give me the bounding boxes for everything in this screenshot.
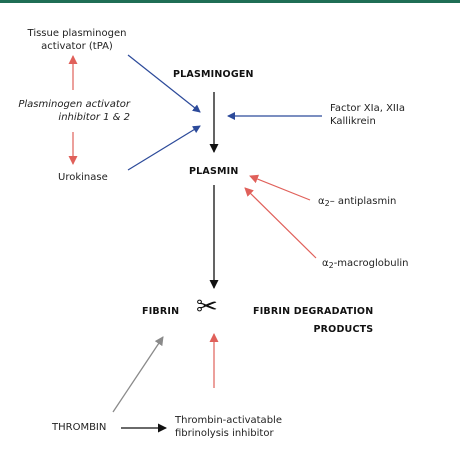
macroglobulin-text: -macroglobulin: [333, 258, 409, 269]
macroglobulin-inhibits-plasmin-arrow: [244, 187, 317, 259]
alpha-symbol: α: [318, 196, 325, 207]
urokinase-to-plasminogen-arrow: [127, 125, 201, 171]
alpha-symbol: α: [322, 258, 329, 269]
antiplasmin-label: α2– antiplasmin: [318, 196, 396, 211]
fibrin-label: FIBRIN: [142, 306, 180, 317]
top-accent-bar: [0, 0, 460, 3]
tpa-to-plasminogen-arrow: [127, 54, 201, 113]
pai-label-line1: Plasminogen activator: [18, 99, 130, 110]
thrombin-to-fibrin-arrow: [112, 336, 164, 413]
fdp-label-line1: FIBRIN DEGRADATION: [253, 306, 374, 317]
plasminogen-label: PLASMINOGEN: [173, 69, 254, 80]
factor-label-line1: Factor XIa, XIIa: [330, 103, 405, 114]
antiplasmin-text: – antiplasmin: [329, 196, 397, 207]
pai-label-line2: inhibitor 1 & 2: [58, 111, 130, 123]
tafi-label-line2: fibrinolysis inhibitor: [175, 427, 274, 439]
fdp-label: FIBRIN DEGRADATION PRODUCTS: [253, 306, 373, 336]
urokinase-label: Urokinase: [58, 172, 108, 183]
tpa-label-line1: Tissue plasminogen: [27, 28, 127, 39]
thrombin-label: THROMBIN: [52, 422, 107, 433]
pai-label: Plasminogen activator inhibitor 1 & 2: [8, 99, 130, 124]
antiplasmin-inhibits-plasmin-arrow: [249, 174, 311, 201]
tpa-label: Tissue plasminogen activator (tPA): [22, 28, 132, 53]
factor-kallikrein-label: Factor XIa, XIIa Kallikrein: [330, 103, 405, 128]
tafi-label-line1: Thrombin-activatable: [175, 415, 282, 426]
fdp-label-line2: PRODUCTS: [313, 323, 374, 335]
alpha-subscript: 2: [324, 199, 330, 208]
scissors-icon: ✂: [196, 292, 218, 322]
tpa-label-line2: activator (tPA): [41, 40, 113, 52]
tafi-label: Thrombin-activatable fibrinolysis inhibi…: [175, 415, 282, 440]
macroglobulin-label: α2-macroglobulin: [322, 258, 409, 273]
factor-label-line2: Kallikrein: [330, 115, 376, 127]
alpha-subscript: 2: [328, 261, 334, 270]
plasmin-label: PLASMIN: [189, 166, 239, 177]
